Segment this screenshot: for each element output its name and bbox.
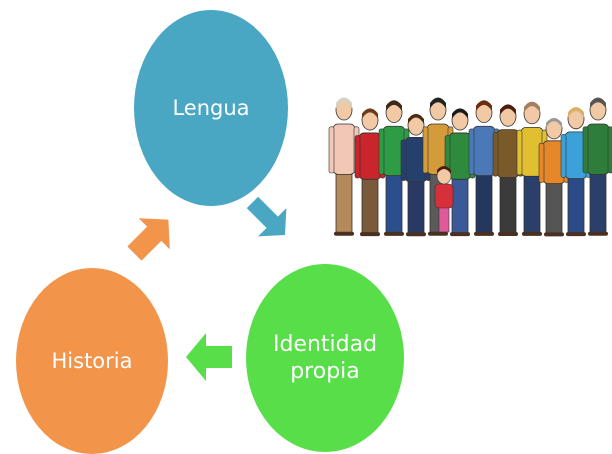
person-figure [538,117,570,237]
node-lengua: Lengua [134,10,288,206]
arrow-lengua-to-identidad-shape [246,196,287,237]
arrow-lengua-to-identidad [246,196,287,237]
person-figure [328,97,360,236]
node-identidad-label-line1: Identidad [272,331,378,357]
node-identidad-label-line2: propia [290,359,360,384]
node-historia: Historia [16,268,168,454]
person-figure [492,104,524,237]
arrow-identidad-to-historia [186,333,232,381]
arrow-historia-to-lengua-shape [127,218,170,261]
person-figure [582,97,612,236]
person-figure [354,108,386,237]
child-figure [434,166,454,233]
node-historia-label: Historia [51,348,133,373]
person-figure [444,108,476,237]
node-identidad-propia: Identidad propia [246,264,404,452]
node-lengua-label: Lengua [172,95,250,120]
arrow-identidad-to-historia-shape [186,333,232,381]
group-of-people-illustration [328,97,612,237]
arrow-historia-to-lengua [127,218,170,261]
person-figure [468,100,500,236]
